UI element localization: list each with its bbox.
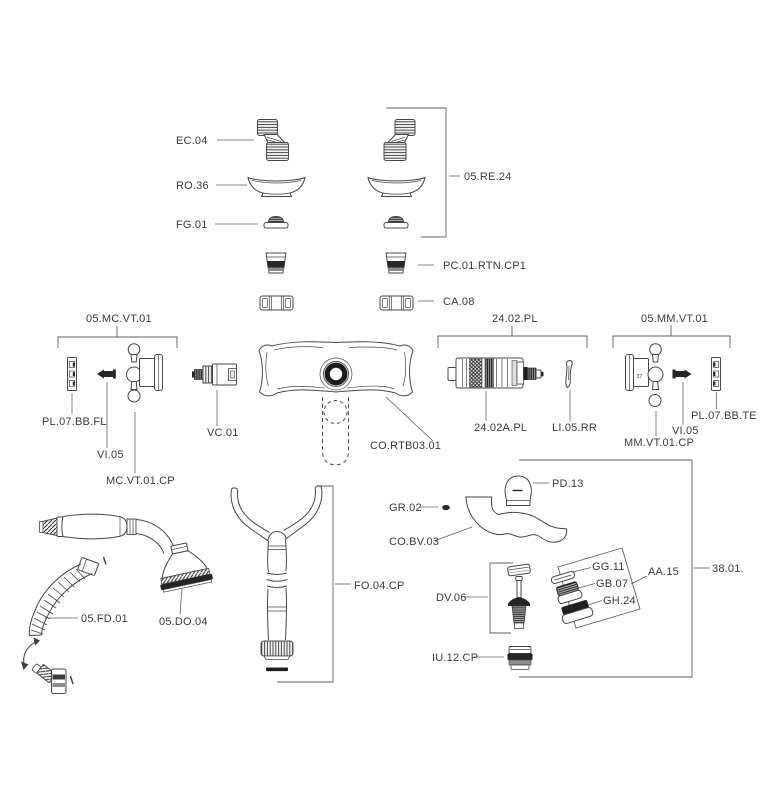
label-dv06: DV.06: [436, 592, 467, 604]
label-ec04: EC.04: [176, 135, 208, 147]
valve-vc01-drawing: [192, 363, 237, 386]
label-iu12cp: IU.12.CP: [432, 652, 478, 664]
screw-vi05-left-drawing: [97, 369, 116, 379]
bracket-dv-06: [489, 562, 513, 634]
handle-ec04-left-drawing: [257, 119, 289, 161]
gasket-gb07-drawing: [556, 581, 583, 605]
diverter-dv06-drawing: [507, 563, 531, 629]
wall-plate-pl07bbte-drawing: [711, 357, 721, 391]
knob-pd13-drawing: [504, 475, 533, 506]
grub-screw-gr02-drawing: [442, 504, 450, 511]
label-24-02a-pl: 24.02A.PL: [474, 422, 527, 434]
label-gb07: GB.07: [596, 578, 628, 590]
label-gh24: GH.24: [603, 595, 636, 607]
group-brackets: [57, 107, 731, 683]
swivel-arrow: [21, 637, 40, 670]
cartridge-2402apl-drawing: [447, 357, 544, 389]
bushing-pc01-right-drawing: [385, 252, 407, 274]
bracket-24-02-pl: [437, 326, 588, 348]
label-li05rr: LI.05.RR: [552, 422, 597, 434]
bracket-05-mc-vt-01: [57, 326, 178, 348]
label-05do04: 05.DO.04: [159, 616, 208, 628]
gasket-gg11-drawing: [550, 571, 576, 584]
label-05-re-24: 05.RE.24: [464, 171, 511, 183]
label-gr02: GR.02: [389, 502, 422, 514]
aerator-iu12cp-drawing: [507, 646, 533, 670]
label-pl07bbte: PL.07.BB.TE: [691, 410, 757, 422]
label-pd13: PD.13: [552, 478, 584, 490]
label-mmvt01cp: MM.VT.01.CP: [624, 437, 694, 449]
label-fo04cp: FO.04.CP: [354, 580, 405, 592]
label-05-mc-vt-01: 05.MC.VT.01: [86, 313, 152, 325]
label-cobv03: CO.BV.03: [389, 536, 439, 548]
nut-ca08-left-drawing: [259, 295, 294, 311]
label-pc01-rtn-cp1: PC.01.RTN.CP1: [443, 260, 526, 272]
shower-head-05do04-drawing: [39, 513, 213, 593]
spout-cobv03-drawing: [465, 496, 568, 543]
bushing-pc01-left-drawing: [265, 252, 287, 274]
bracket-05-re-24: [386, 107, 447, 238]
label-05fd01: 05.FD.01: [81, 613, 128, 625]
hose-connector-drawing: [31, 663, 74, 694]
label-mcvt01cp: MC.VT.01.CP: [106, 475, 175, 487]
label-fg01: FG.01: [176, 219, 208, 231]
label-vi05-left: VI.05: [97, 449, 124, 461]
label-vc01: VC.01: [207, 427, 239, 439]
label-38-01: 38.01.: [712, 563, 744, 575]
flange-ro36-left-drawing: [247, 177, 306, 197]
handle-ec04-right-drawing: [383, 119, 416, 161]
cradle-fo04cp-drawing: [230, 485, 323, 672]
bracket-05-mm-vt-01: [612, 325, 731, 348]
nut-ca08-right-drawing: [379, 295, 414, 311]
screw-vi05-right-drawing: [672, 369, 692, 379]
label-vi05-right: VI.05: [672, 425, 699, 437]
label-ro36: RO.36: [176, 180, 209, 192]
handle-mmvt01cp-drawing: 37: [625, 343, 664, 407]
break-tick-bottom: [69, 675, 74, 685]
label-24-02-pl: 24.02.PL: [492, 313, 538, 325]
label-cortb0301: CO.RTB03.01: [370, 440, 441, 452]
label-pl07bbfl: PL.07.BB.FL: [42, 416, 107, 428]
label-aa15: AA.15: [648, 566, 679, 578]
break-tick-top: [102, 556, 107, 565]
label-05-mm-vt-01: 05.MM.VT.01: [641, 313, 708, 325]
handle-mcvt01cp-drawing: [126, 343, 163, 403]
leader-lines: [45, 139, 717, 658]
label-ca08: CA.08: [443, 296, 475, 308]
bracket-fo-04-cp: [277, 485, 334, 683]
wall-plate-pl07bbfl-drawing: [67, 357, 77, 391]
gland-fg01-left-drawing: [263, 216, 289, 229]
gasket-gh24-drawing: [561, 600, 594, 624]
handle-marking-37: 37: [637, 374, 643, 380]
shower-hose-05fd01-drawing: [28, 556, 107, 636]
flange-ro36-right-drawing: [367, 177, 426, 197]
gland-fg01-right-drawing: [383, 216, 409, 229]
faucet-body-cortb0301-drawing: [258, 341, 414, 466]
label-gg11: GG.11: [592, 561, 625, 573]
part-labels: EC.04 RO.36 FG.01 05.RE.24 PC.01.RTN.CP1…: [42, 135, 757, 664]
bracket-38-01: [519, 459, 693, 678]
clip-li05rr-drawing: [565, 360, 573, 389]
